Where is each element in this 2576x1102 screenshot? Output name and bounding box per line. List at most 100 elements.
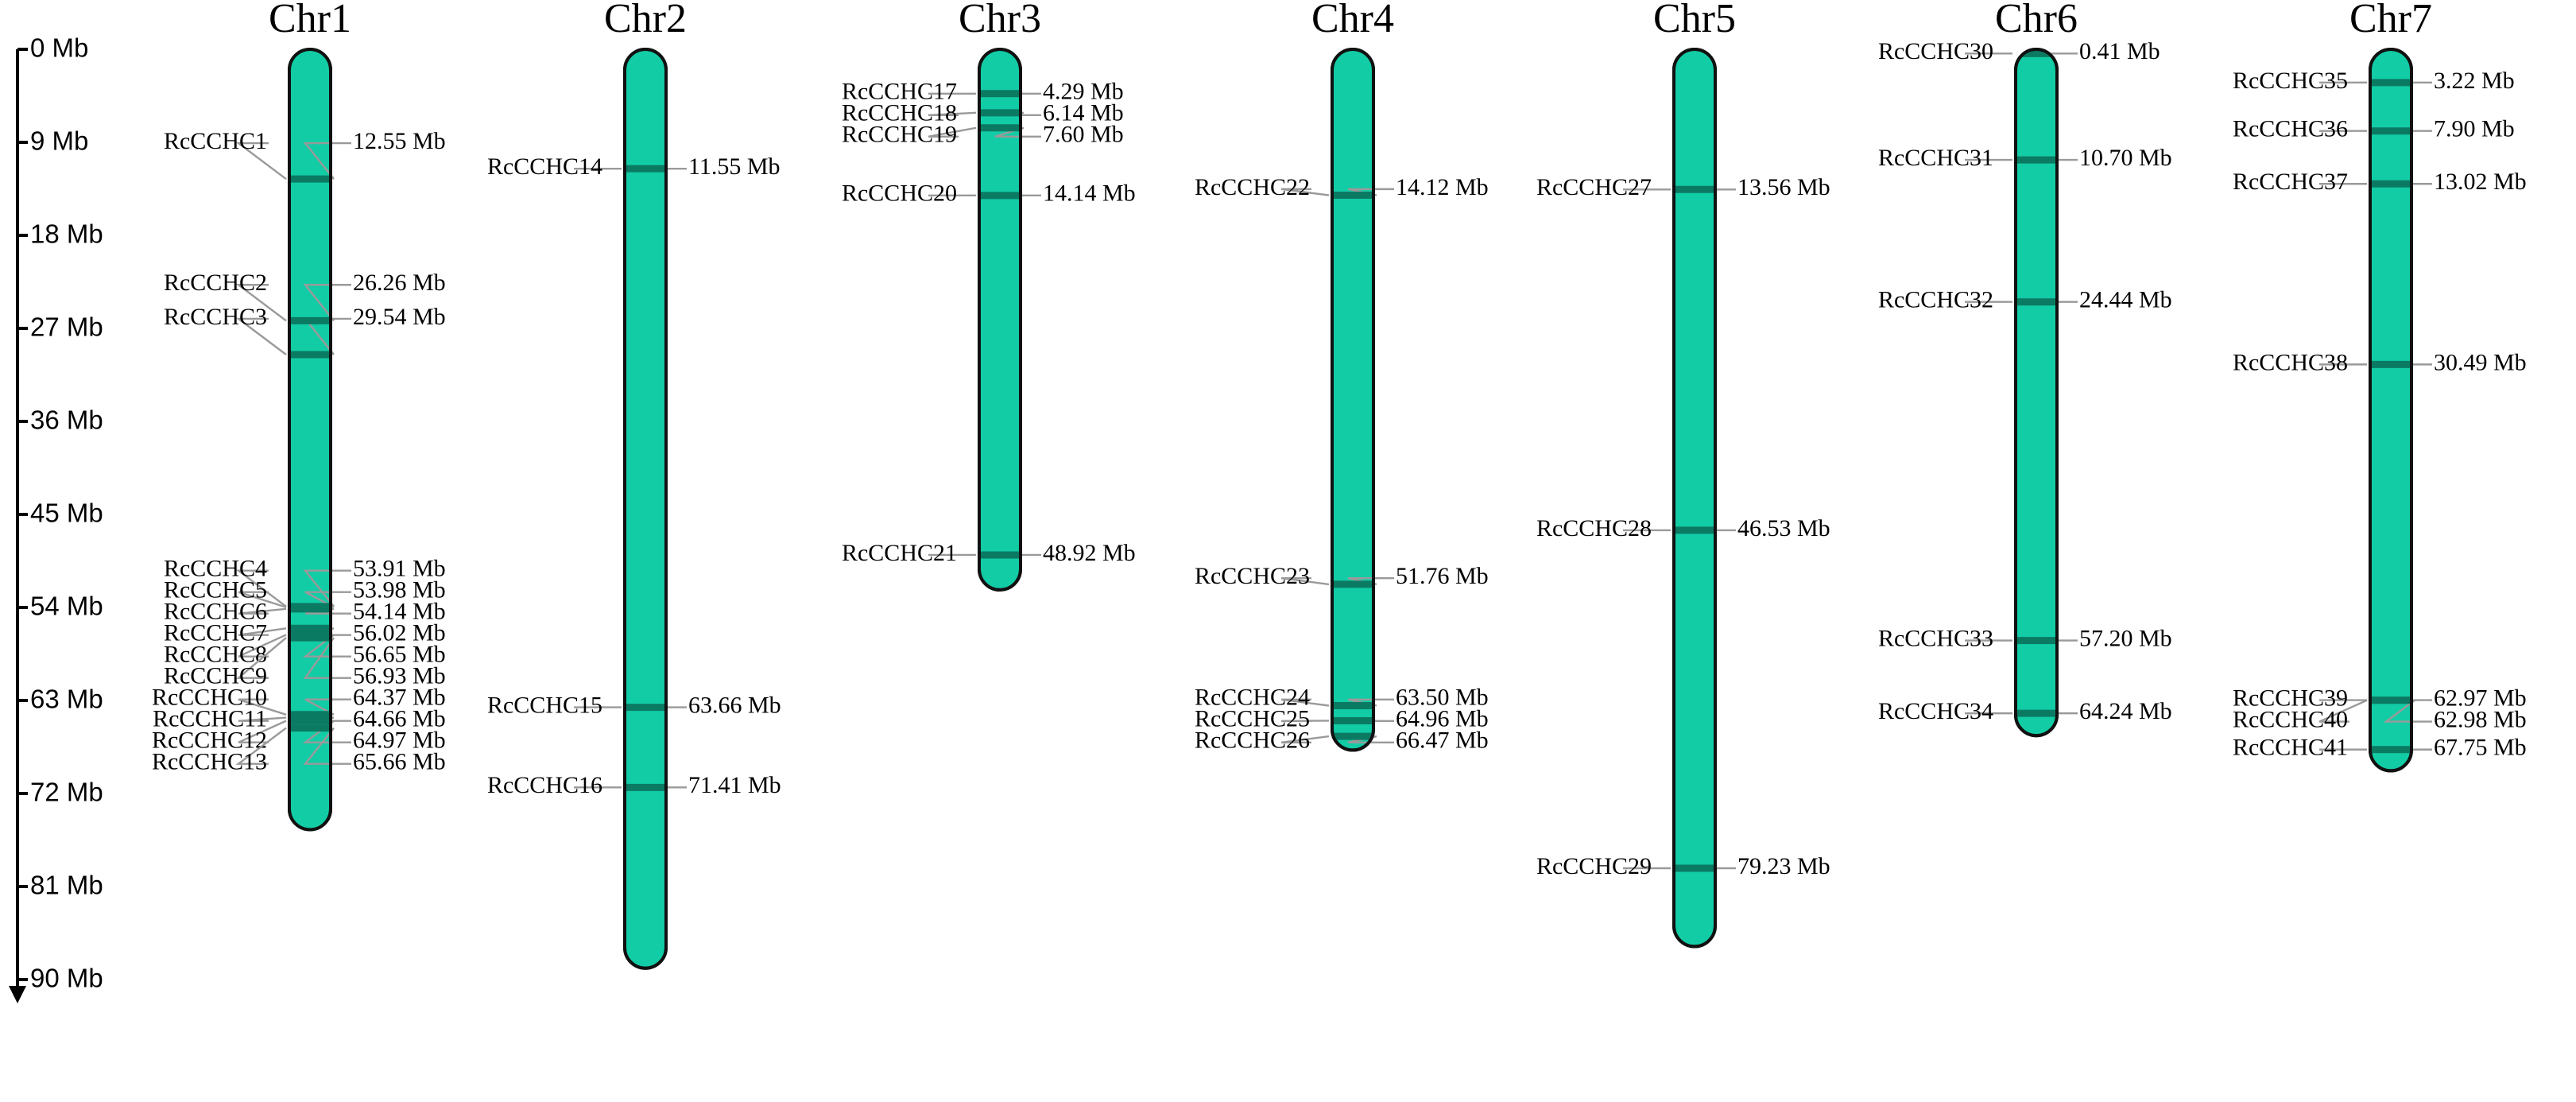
chromosome-body[interactable] — [2369, 48, 2413, 773]
gene-leader-left — [238, 634, 287, 658]
gene-leader-left — [2318, 699, 2368, 723]
chromosome-title: Chr3 — [959, 0, 1041, 41]
gene-name-label[interactable]: RcCCHC23 — [1195, 563, 1310, 589]
gene-name-label[interactable]: RcCCHC6 — [164, 599, 267, 625]
gene-name-label[interactable]: RcCCHC41 — [2233, 735, 2348, 761]
axis-tick-label: 72 Mb — [30, 778, 103, 807]
gene-position-label: 51.76 Mb — [1396, 563, 1489, 589]
gene-leader-right — [303, 142, 351, 180]
gene-position-label: 67.75 Mb — [2434, 735, 2527, 761]
gene-name-label[interactable]: RcCCHC22 — [1195, 174, 1310, 200]
chromosome-body[interactable] — [623, 48, 668, 970]
chromosome-outline — [978, 48, 1022, 592]
chromosome-body[interactable] — [2014, 48, 2059, 738]
gene-name-label[interactable]: RcCCHC28 — [1536, 515, 1652, 541]
chromosome-body[interactable] — [1331, 48, 1375, 752]
gene-name-label[interactable]: RcCCHC17 — [842, 79, 957, 105]
gene-name-label[interactable]: RcCCHC2 — [164, 270, 267, 296]
gene-name-label[interactable]: RcCCHC32 — [1878, 287, 1993, 313]
gene-name-label[interactable]: RcCCHC20 — [842, 180, 957, 207]
gene-leader-left — [235, 284, 287, 322]
gene-position-label: 10.70 Mb — [2079, 145, 2172, 171]
chromosome-outline — [2014, 48, 2059, 738]
gene-name-label[interactable]: RcCCHC40 — [2233, 707, 2348, 733]
gene-name-label[interactable]: RcCCHC18 — [842, 100, 957, 126]
gene-name-label[interactable]: RcCCHC19 — [842, 122, 957, 148]
gene-name-label[interactable]: RcCCHC14 — [487, 153, 602, 180]
gene-leader-right — [304, 591, 351, 608]
gene-name-label[interactable]: RcCCHC30 — [1878, 38, 1993, 64]
gene-leader-left — [235, 569, 287, 607]
gene-name-label[interactable]: RcCCHC16 — [487, 772, 602, 798]
gene-leader-right — [302, 634, 351, 658]
axis-tick-label: 45 Mb — [30, 499, 103, 528]
gene-position-label: 63.50 Mb — [1396, 685, 1489, 711]
gene-name-label[interactable]: RcCCHC7 — [164, 620, 267, 646]
chromosome-title: Chr1 — [269, 0, 351, 41]
gene-position-label: 48.92 Mb — [1043, 540, 1136, 566]
gene-leader-left — [235, 317, 287, 355]
gene-band-group — [625, 165, 666, 791]
gene-name-label[interactable]: RcCCHC29 — [1536, 853, 1652, 879]
gene-name-label[interactable]: RcCCHC8 — [164, 642, 267, 668]
gene-name-label[interactable]: RcCCHC24 — [1195, 685, 1310, 711]
gene-position-label: 46.53 Mb — [1737, 515, 1830, 541]
axis-tick-label: 36 Mb — [30, 405, 103, 435]
gene-position-label: 65.66 Mb — [353, 749, 446, 775]
gene-name-label[interactable]: RcCCHC21 — [842, 540, 957, 566]
gene-name-label[interactable]: RcCCHC3 — [164, 304, 267, 330]
gene-name-label[interactable]: RcCCHC27 — [1536, 174, 1652, 200]
axis-tick-label: 81 Mb — [30, 871, 103, 900]
gene-position-label: 13.02 Mb — [2434, 169, 2527, 195]
gene-name-label[interactable]: RcCCHC9 — [164, 663, 267, 689]
gene-leader-right — [303, 727, 351, 765]
gene-band-group — [2370, 79, 2411, 754]
gene-name-label[interactable]: RcCCHC15 — [487, 692, 602, 718]
gene-name-label[interactable]: RcCCHC34 — [1878, 698, 1993, 724]
gene-position-label: 7.90 Mb — [2434, 116, 2515, 142]
gene-name-label[interactable]: RcCCHC31 — [1878, 145, 1993, 171]
gene-name-label[interactable]: RcCCHC35 — [2233, 68, 2348, 94]
chromosome-outline — [1331, 48, 1375, 752]
gene-name-label[interactable]: RcCCHC26 — [1195, 728, 1310, 754]
gene-name-label[interactable]: RcCCHC5 — [164, 577, 267, 603]
gene-name-label[interactable]: RcCCHC25 — [1195, 706, 1310, 732]
gene-leader-left — [928, 111, 977, 116]
gene-position-label: 53.91 Mb — [353, 556, 446, 582]
gene-name-label[interactable]: RcCCHC11 — [153, 706, 267, 732]
gene-leader-left — [235, 727, 287, 765]
gene-band-group — [1332, 192, 1373, 740]
chromosome-body[interactable] — [1672, 48, 1717, 949]
gene-position-label: 64.37 Mb — [353, 685, 446, 711]
gene-name-label[interactable]: RcCCHC36 — [2233, 116, 2348, 142]
gene-position-label: 3.22 Mb — [2434, 68, 2515, 94]
gene-name-label[interactable]: RcCCHC38 — [2233, 349, 2348, 375]
gene-position-label: 6.14 Mb — [1043, 100, 1124, 126]
gene-name-label[interactable]: RcCCHC37 — [2233, 169, 2348, 195]
gene-leader-left — [235, 637, 287, 679]
gene-name-label[interactable]: RcCCHC12 — [152, 728, 267, 754]
gene-name-label[interactable]: RcCCHC13 — [152, 749, 267, 775]
chromosome-title: Chr7 — [2349, 0, 2432, 41]
gene-name-label[interactable]: RcCCHC39 — [2233, 685, 2348, 712]
gene-name-label[interactable]: RcCCHC10 — [152, 685, 267, 711]
axis-tick-label: 27 Mb — [30, 312, 103, 342]
gene-position-label: 57.20 Mb — [2079, 625, 2172, 651]
gene-name-label[interactable]: RcCCHC1 — [164, 128, 267, 154]
chromosome-title: Chr6 — [1995, 0, 2078, 41]
gene-name-label[interactable]: RcCCHC33 — [1878, 625, 1993, 651]
gene-position-label: 56.65 Mb — [353, 642, 446, 668]
gene-position-label: 56.93 Mb — [353, 663, 446, 689]
chromosome-title: Chr4 — [1311, 0, 1394, 41]
gene-name-label[interactable]: RcCCHC4 — [164, 556, 267, 582]
gene-leader-left — [1280, 735, 1330, 744]
